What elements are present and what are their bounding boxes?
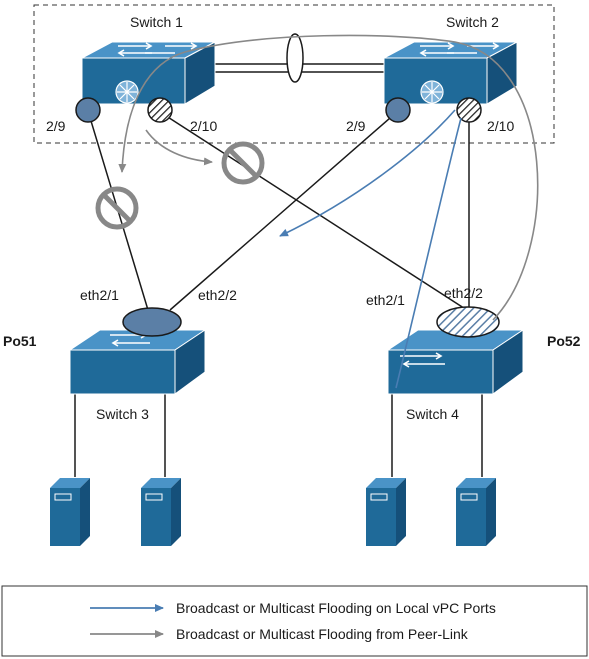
peer-link bbox=[210, 33, 385, 83]
port-channel-po52 bbox=[436, 306, 500, 338]
port-2-9-switch2 bbox=[385, 97, 411, 123]
blocked-icon bbox=[221, 141, 265, 185]
port-channel-po51 bbox=[122, 307, 182, 337]
server-icon bbox=[366, 478, 406, 546]
vpc-domain-box bbox=[33, 4, 555, 144]
switch-3 bbox=[68, 329, 207, 395]
port-label: 2/9 bbox=[346, 118, 366, 134]
port-2-10-switch1 bbox=[147, 97, 173, 123]
switch-2 bbox=[383, 41, 518, 105]
port-label: 2/9 bbox=[46, 118, 66, 134]
router-icon bbox=[420, 80, 444, 104]
legend-box bbox=[1, 585, 588, 657]
physical-links bbox=[74, 110, 483, 477]
router-icon bbox=[115, 80, 139, 104]
switch-1-label: Switch 1 bbox=[130, 14, 183, 30]
server-icon bbox=[456, 478, 496, 546]
legend-gray-label: Broadcast or Multicast Flooding from Pee… bbox=[176, 626, 469, 642]
legend-blue-label: Broadcast or Multicast Flooding on Local… bbox=[176, 600, 496, 616]
po52-label: Po52 bbox=[547, 333, 581, 349]
port-label: eth2/2 bbox=[444, 285, 483, 301]
port-label: 2/10 bbox=[190, 118, 217, 134]
port-label: eth2/1 bbox=[80, 287, 119, 303]
port-2-9-switch1 bbox=[75, 97, 101, 123]
port-2-10-switch2 bbox=[456, 97, 482, 123]
switch-2-label: Switch 2 bbox=[446, 14, 499, 30]
port-label: eth2/1 bbox=[366, 292, 405, 308]
switch-4-label: Switch 4 bbox=[406, 406, 459, 422]
blocked-icon bbox=[95, 186, 139, 230]
port-label: eth2/2 bbox=[198, 287, 237, 303]
server-icon bbox=[141, 478, 181, 546]
switch-4 bbox=[386, 329, 525, 395]
switch-1 bbox=[81, 41, 216, 105]
po51-label: Po51 bbox=[3, 333, 37, 349]
port-label: 2/10 bbox=[487, 118, 514, 134]
switch-3-label: Switch 3 bbox=[96, 406, 149, 422]
gray-flow-arrows bbox=[118, 34, 539, 321]
server-icon bbox=[50, 478, 90, 546]
blue-flow-arrows bbox=[279, 109, 462, 389]
